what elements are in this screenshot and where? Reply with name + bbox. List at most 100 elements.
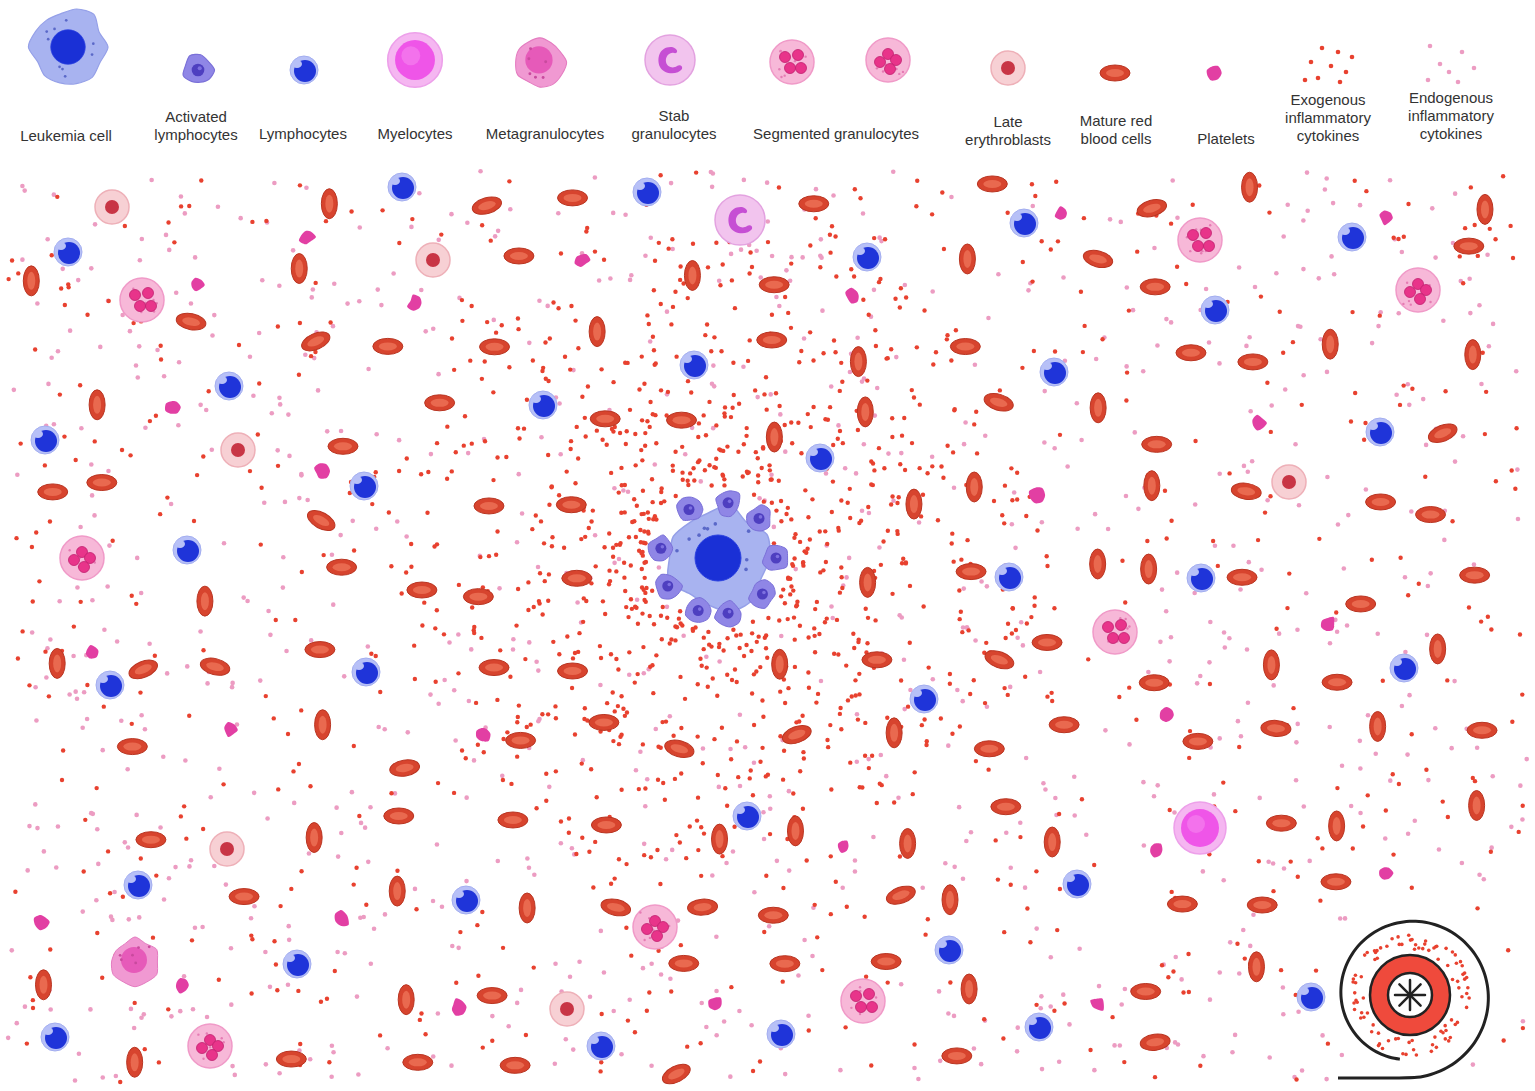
exogenous-cytokine [414,907,418,911]
exogenous-cytokine [31,1006,35,1010]
exogenous-cytokine [766,240,770,244]
endogenous-cytokine [164,233,169,238]
exogenous-cytokine [257,381,261,385]
endogenous-cytokine [1477,872,1482,877]
endogenous-cytokine [515,540,520,545]
exogenous-cytokine [873,328,877,332]
endogenous-cytokine [1038,1006,1043,1011]
endogenous-cytokine [659,972,664,977]
exogenous-cytokine [848,487,852,491]
exogenous-cytokine [1124,398,1128,402]
exogenous-cytokine [206,389,210,393]
endogenous-cytokine [714,934,719,939]
exogenous-cytokine [1011,606,1015,610]
endogenous-cytokine [299,473,304,478]
exogenous-cytokine [1166,975,1170,979]
exogenous-cytokine [914,204,918,208]
exogenous-cytokine [783,295,787,299]
exogenous-cytokine [574,852,578,856]
endogenous-cytokine [534,659,539,664]
endogenous-cytokine [1008,866,1013,871]
endogenous-cytokine [575,600,580,605]
exogenous-cytokine [274,962,278,966]
endogenous-cytokine [862,442,867,447]
endogenous-cytokine [98,345,103,350]
endogenous-cytokine [212,313,217,318]
endogenous-cytokine [165,671,170,676]
endogenous-cytokine [866,757,871,762]
exogenous-cytokine [756,634,760,638]
exogenous-cytokine [791,588,795,592]
exogenous-cytokine [915,178,919,182]
exogenous-cytokine [456,671,460,675]
endogenous-cytokine [1207,340,1212,345]
exogenous-cytokine [811,405,815,409]
exogenous-cytokine [551,640,555,644]
endogenous-cytokine [838,1068,843,1073]
endogenous-cytokine [916,1077,921,1082]
exogenous-cytokine [674,354,678,358]
exogenous-cytokine [325,996,329,1000]
exogenous-cytokine [517,703,521,707]
exogenous-cytokine [898,854,902,858]
exogenous-cytokine [696,435,700,439]
endogenous-cytokine [423,329,428,334]
endogenous-cytokine [558,452,563,457]
endogenous-cytokine [1412,818,1417,823]
endogenous-cytokine [368,805,373,810]
exogenous-cytokine [678,675,682,679]
endogenous-cytokine [1125,285,1130,290]
endogenous-cytokine [1265,498,1270,503]
exogenous-cytokine [612,876,616,880]
endogenous-cytokine [917,520,922,525]
exogenous-cytokine [60,778,64,782]
endogenous-cytokine [722,1019,727,1024]
endogenous-cytokine [456,632,461,637]
endogenous-cytokine [539,435,544,440]
exogenous-cytokine [1288,859,1292,863]
endogenous-cytokine [431,899,436,904]
endogenous-cytokine [491,318,496,323]
exogenous-cytokine [607,531,611,535]
exogenous-cytokine [874,344,878,348]
exogenous-cytokine [702,635,706,639]
endogenous-cytokine [1295,722,1300,727]
exogenous-cytokine [711,676,715,680]
exogenous-cytokine [877,446,881,450]
endogenous-cytokine [930,677,935,682]
endogenous-cytokine [134,813,139,818]
exogenous-cytokine [793,665,797,669]
exogenous-cytokine [1267,210,1271,214]
endogenous-cytokine [73,689,78,694]
endogenous-cytokine [1277,631,1282,636]
exogenous-cytokine [1398,403,1402,407]
endogenous-cytokine [1514,369,1519,374]
exogenous-cytokine [593,249,597,253]
endogenous-cytokine [25,868,30,873]
exogenous-cytokine [275,988,279,992]
exogenous-cytokine [1191,203,1195,207]
endogenous-cytokine [818,253,823,258]
endogenous-cytokine [1065,464,1070,469]
exogenous-cytokine [923,932,927,936]
endogenous-cytokine [248,354,253,359]
exogenous-cytokine [583,434,587,438]
exogenous-cytokine [611,739,615,743]
endogenous-cytokine [14,1021,19,1026]
endogenous-cytokine [230,681,235,686]
exogenous-cytokine [1514,426,1518,430]
endogenous-cytokine [183,211,188,216]
endogenous-cytokine [960,699,965,704]
exogenous-cytokine [568,367,572,371]
endogenous-cytokine [1132,430,1137,435]
endogenous-cytokine [76,278,81,283]
exogenous-cytokine [807,686,811,690]
endogenous-cytokine [1305,170,1310,175]
endogenous-cytokine [1320,1033,1325,1038]
exogenous-cytokine [858,785,862,789]
exogenous-cytokine [833,234,837,238]
endogenous-cytokine [787,868,792,873]
exogenous-cytokine [839,575,843,579]
endogenous-cytokine [961,586,966,591]
exogenous-cytokine [966,628,970,632]
